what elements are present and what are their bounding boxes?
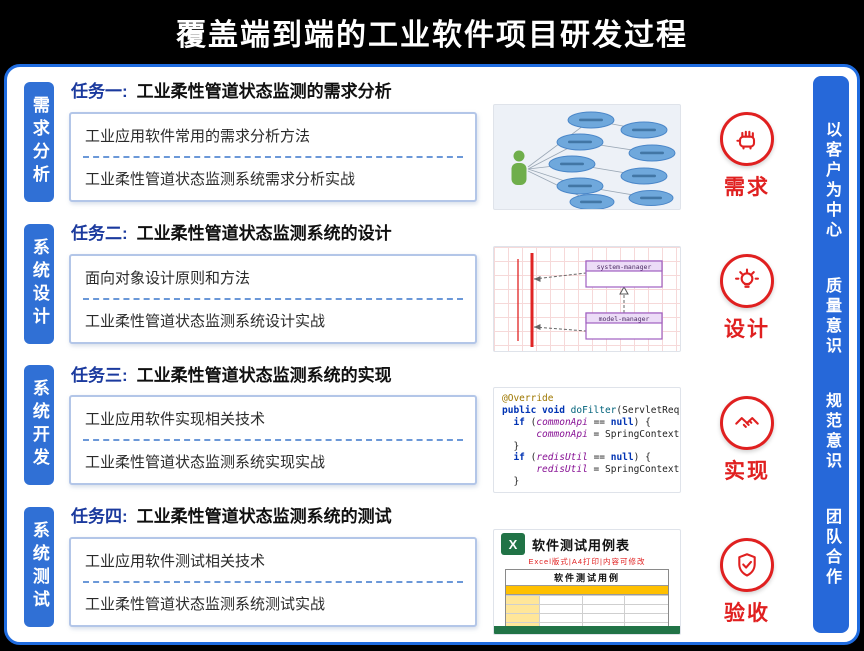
task-prefix: 任务三:	[71, 365, 128, 385]
phase-column: 需求分析 系统设计 系统开发 系统测试	[17, 76, 61, 633]
badge-requirements: 需求	[701, 112, 793, 201]
badge-label: 需求	[724, 176, 770, 200]
use-case-diagram	[511, 111, 676, 209]
topic-item: 工业应用软件实现相关技术	[85, 411, 266, 429]
badge-label: 验收	[724, 601, 770, 625]
excel-table-header-row	[506, 586, 668, 596]
badge-label: 设计	[724, 318, 770, 342]
task-title-1: 任务一: 工业柔性管道状态监测的需求分析	[71, 77, 803, 102]
uml-box-label: model-manager	[599, 315, 650, 323]
excel-icon: X	[501, 533, 525, 556]
task-name: 工业柔性管道状态监测系统的实现	[136, 365, 392, 385]
task-title-3: 任务三: 工业柔性管道状态监测系统的实现	[71, 361, 803, 386]
phase-cell-4: 系统测试	[17, 501, 61, 633]
task-name: 工业柔性管道状态监测的需求分析	[136, 82, 392, 101]
excel-doc-header: X 软件测试用例表	[494, 530, 680, 556]
phase-label-development: 系统开发	[24, 365, 54, 486]
phase-label-testing: 系统测试	[24, 507, 54, 628]
badge-circle	[720, 112, 774, 167]
badge-label: 实现	[724, 459, 770, 483]
page-title: 覆盖端到端的工业软件项目研发过程	[176, 19, 688, 52]
task-name: 工业柔性管道状态监测系统的设计	[136, 223, 392, 243]
uml-class-diagram-thumbnail: system-manager model-manager	[493, 245, 681, 352]
topic-item: 工业柔性管道状态监测系统测试实战	[85, 596, 326, 614]
phase-cell-2: 系统设计	[17, 218, 61, 350]
topic-item: 工业柔性管道状态监测系统设计实战	[85, 312, 326, 330]
value-item-quality: 质量意识	[823, 276, 840, 357]
slide-header: 覆盖端到端的工业软件项目研发过程	[0, 0, 864, 64]
badge-acceptance: 验收	[701, 537, 793, 627]
excel-footer-bar	[494, 626, 680, 635]
dashed-divider	[83, 439, 463, 442]
task-row-body: 面向对象设计原则和方法 工业柔性管道状态监测系统设计实战	[69, 245, 803, 352]
badge-circle	[720, 254, 774, 309]
handshake-icon	[735, 416, 759, 428]
task-row-body: 工业应用软件测试相关技术 工业柔性管道状态监测系统测试实战 X 软件测试用例表 …	[69, 529, 803, 636]
value-item-customer-first: 以客户为中心	[823, 121, 840, 242]
uml-box-label: system-manager	[597, 263, 652, 271]
phase-cell-3: 系统开发	[17, 360, 61, 492]
dashed-divider	[83, 155, 463, 158]
topic-item: 工业柔性管道状态监测系统需求分析实战	[85, 170, 356, 188]
topic-item: 工业应用软件常用的需求分析方法	[85, 127, 311, 145]
task-name: 工业柔性管道状态监测系统的测试	[136, 507, 392, 527]
values-bar: 以客户为中心 质量意识 规范意识 团队合作	[813, 76, 849, 633]
topics-box-3: 工业应用软件实现相关技术 工业柔性管道状态监测系统实现实战	[69, 395, 477, 486]
phase-label-requirements: 需求分析	[24, 81, 54, 202]
table-row	[506, 613, 668, 623]
actor-icon	[511, 150, 527, 185]
phase-cell-1: 需求分析	[17, 76, 61, 208]
task-title-2: 任务二: 工业柔性管道状态监测系统的设计	[71, 219, 803, 244]
excel-doc-subtitle: Excel版式|A4打印|内容可修改	[528, 557, 646, 567]
topics-box-2: 面向对象设计原则和方法 工业柔性管道状态监测系统设计实战	[69, 253, 477, 344]
use-case-diagram-thumbnail	[493, 103, 681, 210]
task-row-body: 工业应用软件常用的需求分析方法 工业柔性管道状态监测系统需求分析实战	[69, 103, 803, 210]
task-prefix: 任务二:	[71, 223, 128, 243]
dashed-divider	[83, 581, 463, 584]
topics-box-4: 工业应用软件测试相关技术 工业柔性管道状态监测系统测试实战	[69, 537, 477, 628]
task-prefix: 任务一:	[71, 82, 128, 101]
topics-box-1: 工业应用软件常用的需求分析方法 工业柔性管道状态监测系统需求分析实战	[69, 111, 477, 202]
task-row-1: 任务一: 工业柔性管道状态监测的需求分析 工业应用软件常用的需求分析方法 工业柔性…	[69, 76, 803, 210]
excel-table: 软件测试用例	[505, 569, 669, 633]
phase-label-design: 系统设计	[24, 223, 54, 344]
task-prefix: 任务四:	[71, 507, 128, 527]
task-row-4: 任务四: 工业柔性管道状态监测系统的测试 工业应用软件测试相关技术 工业柔性管道状…	[69, 501, 803, 636]
task-row-2: 任务二: 工业柔性管道状态监测系统的设计 面向对象设计原则和方法 工业柔性管道状态…	[69, 218, 803, 352]
topic-item: 工业应用软件测试相关技术	[85, 553, 266, 571]
fist-icon	[736, 131, 756, 150]
value-item-teamwork: 团队合作	[823, 507, 840, 588]
table-row	[506, 595, 668, 605]
topic-item: 面向对象设计原则和方法	[85, 269, 251, 287]
excel-doc-title: 软件测试用例表	[532, 537, 631, 553]
value-item-standards: 规范意识	[823, 392, 840, 473]
task-row-3: 任务三: 工业柔性管道状态监测系统的实现 工业应用软件实现相关技术 工业柔性管道状…	[69, 360, 803, 494]
badge-design: 设计	[701, 254, 793, 343]
dashed-divider	[83, 297, 463, 300]
excel-sheet-thumbnail: X 软件测试用例表 Excel版式|A4打印|内容可修改 软件测试用例	[493, 529, 681, 636]
badge-circle	[720, 395, 774, 450]
badge-implementation: 实现	[701, 395, 793, 485]
badge-circle	[720, 537, 774, 592]
shield-check-icon	[738, 552, 756, 577]
excel-table-title: 软件测试用例	[506, 570, 668, 587]
task-rows: 任务一: 工业柔性管道状态监测的需求分析 工业应用软件常用的需求分析方法 工业柔性…	[69, 76, 803, 636]
bulb-icon	[734, 268, 760, 289]
uml-class-diagram: system-manager model-manager	[517, 252, 663, 347]
main-panel: 需求分析 系统设计 系统开发 系统测试 任务一: 工业柔性管道状态监测的需求分析	[4, 64, 860, 645]
table-row	[506, 604, 668, 614]
topic-item: 工业柔性管道状态监测系统实现实战	[85, 454, 326, 472]
task-title-4: 任务四: 工业柔性管道状态监测系统的测试	[71, 502, 803, 527]
